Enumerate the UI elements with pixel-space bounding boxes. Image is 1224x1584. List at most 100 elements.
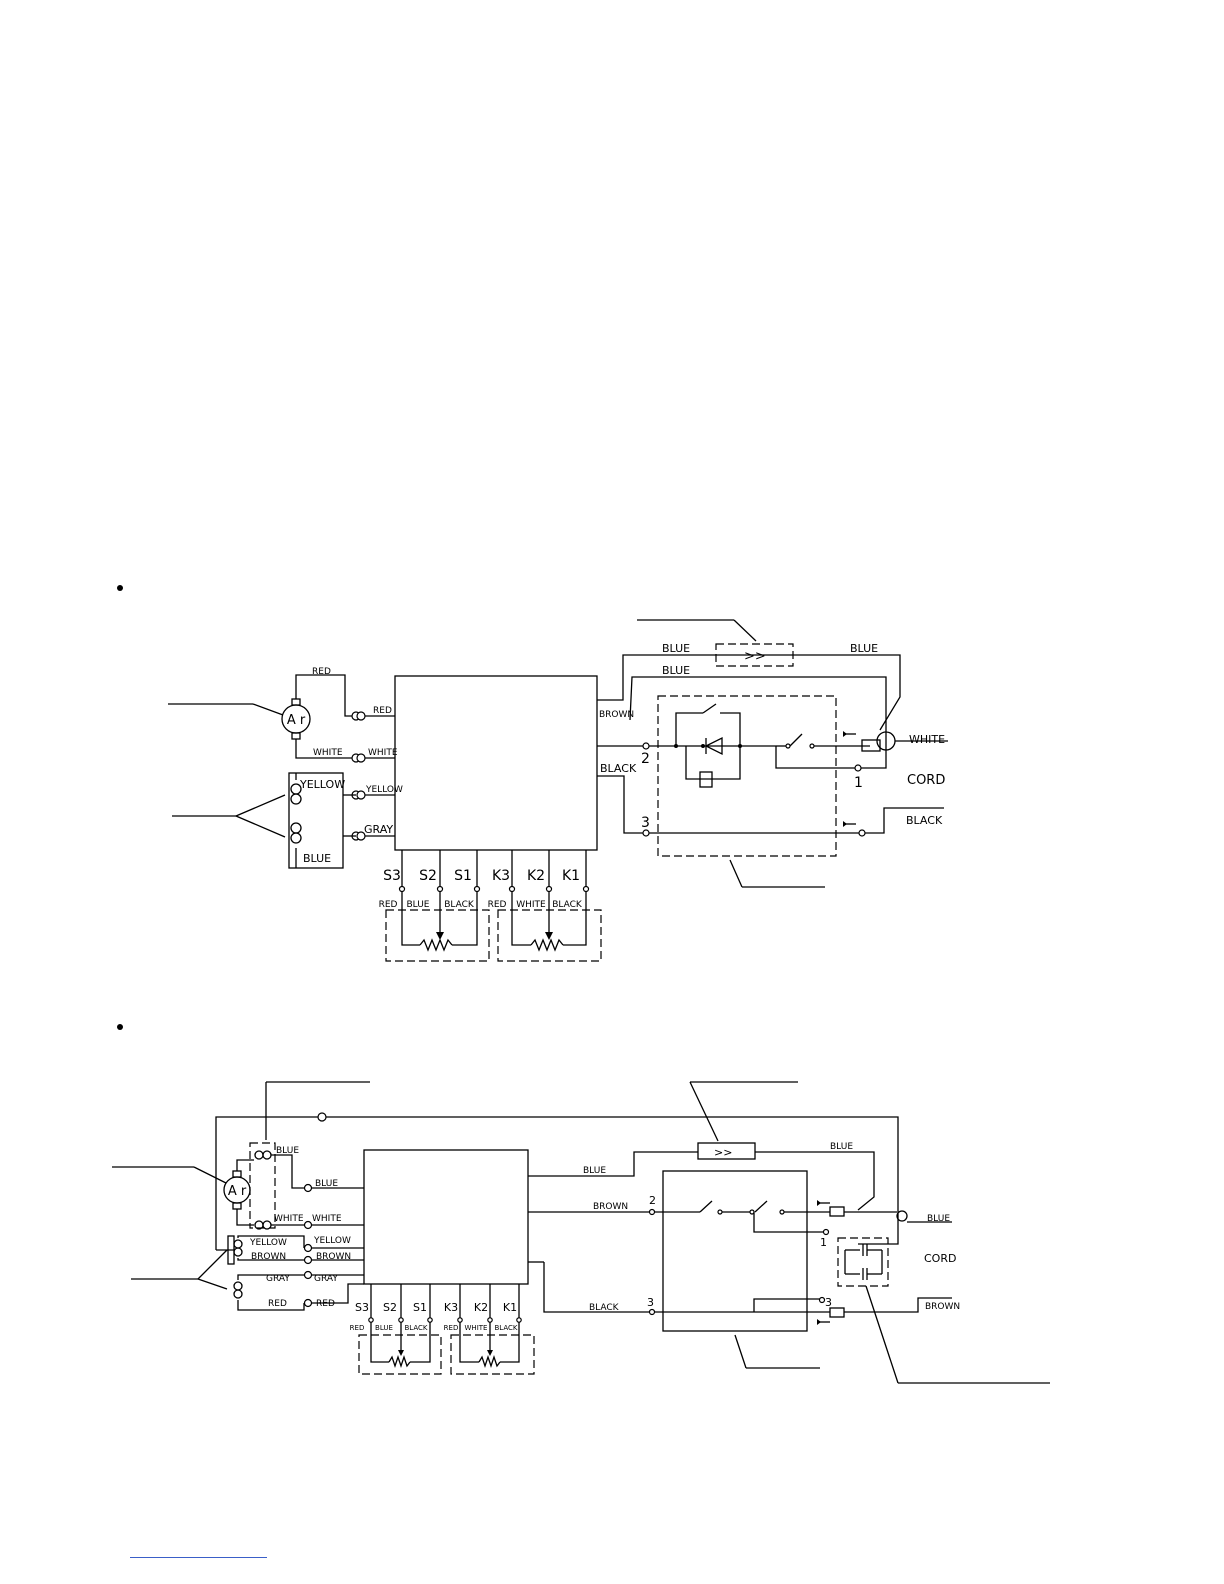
wire-label-red-top: RED xyxy=(312,667,331,677)
terminal-number-1: 1 xyxy=(854,775,863,791)
pot-housing-k-2 xyxy=(450,1334,535,1375)
fuse-arrow-icon-2: >> xyxy=(714,1146,732,1159)
connector-yellow xyxy=(351,790,366,800)
pot-wire-black-k-2: BLACK xyxy=(494,1324,517,1332)
wiring-diagram-2: A r BLUE WHITE BLUE WHITE YELLOW BROWN G… xyxy=(112,1081,1050,1384)
wire-label-white-left: WHITE xyxy=(313,748,343,758)
pot-housing-s-2 xyxy=(358,1334,442,1375)
potentiometer-k-2 xyxy=(459,1322,520,1369)
pot-wire-blue-s: BLUE xyxy=(406,900,429,910)
terminal-s1: S1 xyxy=(454,868,472,884)
wire-label-blue-top-right: BLUE xyxy=(850,642,878,655)
terminal-s2: S2 xyxy=(419,868,437,884)
connector-red xyxy=(351,711,366,721)
wire-label-white-left-2: WHITE xyxy=(274,1214,304,1224)
potentiometer-s-2 xyxy=(370,1322,431,1369)
relay-coil xyxy=(699,771,713,788)
coil-icon-2b xyxy=(233,1281,243,1299)
terminal-k2-2: K2 xyxy=(474,1301,488,1314)
terminal-k3: K3 xyxy=(492,868,510,884)
footer-link-underline xyxy=(130,1557,267,1558)
fuse-arrow-icon: >> xyxy=(744,649,766,664)
wire-label-blue-coil: BLUE xyxy=(276,1146,299,1156)
pot-wire-red-k-2: RED xyxy=(444,1324,459,1332)
terminal-number-2: 2 xyxy=(641,751,650,767)
wire-label-yellow: YELLOW xyxy=(365,785,403,795)
bullet-diagram-2 xyxy=(117,1024,123,1030)
wire-label-blue-cord: BLUE xyxy=(927,1214,950,1224)
wire-label-brown-cord: BROWN xyxy=(925,1302,960,1312)
terminal-k3-2: K3 xyxy=(444,1301,458,1314)
wire-label-gray: GRAY xyxy=(364,823,393,836)
controller-box xyxy=(394,675,598,851)
top-connector xyxy=(317,1112,327,1122)
dual-switch xyxy=(655,1200,830,1236)
wire-label-yellow-left: YELLOW xyxy=(249,1238,287,1248)
plug-icon-blue xyxy=(817,1200,952,1223)
wire-label-blue-top-left: BLUE xyxy=(662,642,690,655)
cord-label-2: CORD xyxy=(924,1252,956,1265)
coil-icon-2a xyxy=(233,1239,243,1257)
wire-label-blue-2: BLUE xyxy=(315,1179,338,1189)
relay-callout-line xyxy=(729,859,743,888)
wire-label-yellow-right: YELLOW xyxy=(313,1236,351,1246)
potentiometer-k xyxy=(511,891,587,952)
wire-label-gray-right: GRAY xyxy=(314,1274,338,1284)
wire-label-black: BLACK xyxy=(600,762,637,775)
terminal-number-3-cord: 3 xyxy=(825,1296,832,1309)
wire-label-brown: BROWN xyxy=(599,710,634,720)
terminal-s3: S3 xyxy=(383,868,401,884)
coil-housing xyxy=(288,772,344,869)
wire-label-gray-left: GRAY xyxy=(266,1274,290,1284)
switch-callout-line xyxy=(734,1334,747,1369)
terminal-k1-2: K1 xyxy=(503,1301,517,1314)
terminal-s3-2: S3 xyxy=(355,1301,369,1314)
terminal-s2-2: S2 xyxy=(383,1301,397,1314)
pot-wire-white-k: WHITE xyxy=(516,900,546,910)
controller-box-2 xyxy=(363,1149,529,1285)
wire-label-blue-top-right-2: BLUE xyxy=(830,1142,853,1152)
terminal-number-3: 3 xyxy=(641,815,650,831)
relay-circuit xyxy=(649,703,887,788)
coil-label-yellow: YELLOW xyxy=(299,778,345,791)
capacitor-icon xyxy=(844,1244,883,1280)
pot-housing-s xyxy=(385,909,490,962)
pot-wire-black-s-2: BLACK xyxy=(404,1324,427,1332)
pot-wire-red-k: RED xyxy=(488,900,507,910)
terminal-number-2-2: 2 xyxy=(649,1194,656,1207)
cord-label: CORD xyxy=(907,773,945,788)
wire-label-black-cord: BLACK xyxy=(906,814,943,827)
plug-icon xyxy=(843,731,948,752)
bullet-diagram-1 xyxy=(117,585,123,591)
wire-label-red-left: RED xyxy=(268,1299,287,1309)
wire-label-red-right: RED xyxy=(316,1299,335,1309)
coil-icon-motor-top xyxy=(254,1150,272,1160)
pot-wire-white-k-2: WHITE xyxy=(465,1324,488,1332)
potentiometer-s xyxy=(401,891,478,952)
coil-icon-top xyxy=(290,783,302,805)
plug-icon-brown xyxy=(817,1297,952,1325)
coil-label-blue: BLUE xyxy=(303,852,331,865)
pot-wire-black-k: BLACK xyxy=(552,900,583,910)
wire-label-white-cord: WHITE xyxy=(909,733,945,746)
wire-label-white-right-2: WHITE xyxy=(312,1214,342,1224)
relay-box xyxy=(657,695,837,857)
pot-wire-black-s: BLACK xyxy=(444,900,475,910)
wiring-diagram-1: A r RED WHITE RED WHITE YELLOW GRAY xyxy=(168,619,948,962)
pot-wire-blue-s-2: BLUE xyxy=(375,1324,393,1332)
wire-label-red: RED xyxy=(373,706,392,716)
inline-fuse-2 xyxy=(697,1142,756,1160)
switch-box xyxy=(662,1170,808,1332)
terminal-k2: K2 xyxy=(527,868,545,884)
terminal-k1: K1 xyxy=(562,868,580,884)
connector-white xyxy=(351,753,366,763)
wire-label-brown-right: BROWN xyxy=(316,1252,351,1262)
capacitor-callout-line-2 xyxy=(865,1285,899,1384)
motor-label: A r xyxy=(287,713,306,728)
wire-label-blue-second: BLUE xyxy=(662,664,690,677)
terminal-s1-2: S1 xyxy=(413,1301,427,1314)
capacitor-box xyxy=(837,1237,889,1287)
pot-wire-red-s-2: RED xyxy=(350,1324,365,1332)
wire-label-brown-mid: BROWN xyxy=(593,1202,628,1212)
